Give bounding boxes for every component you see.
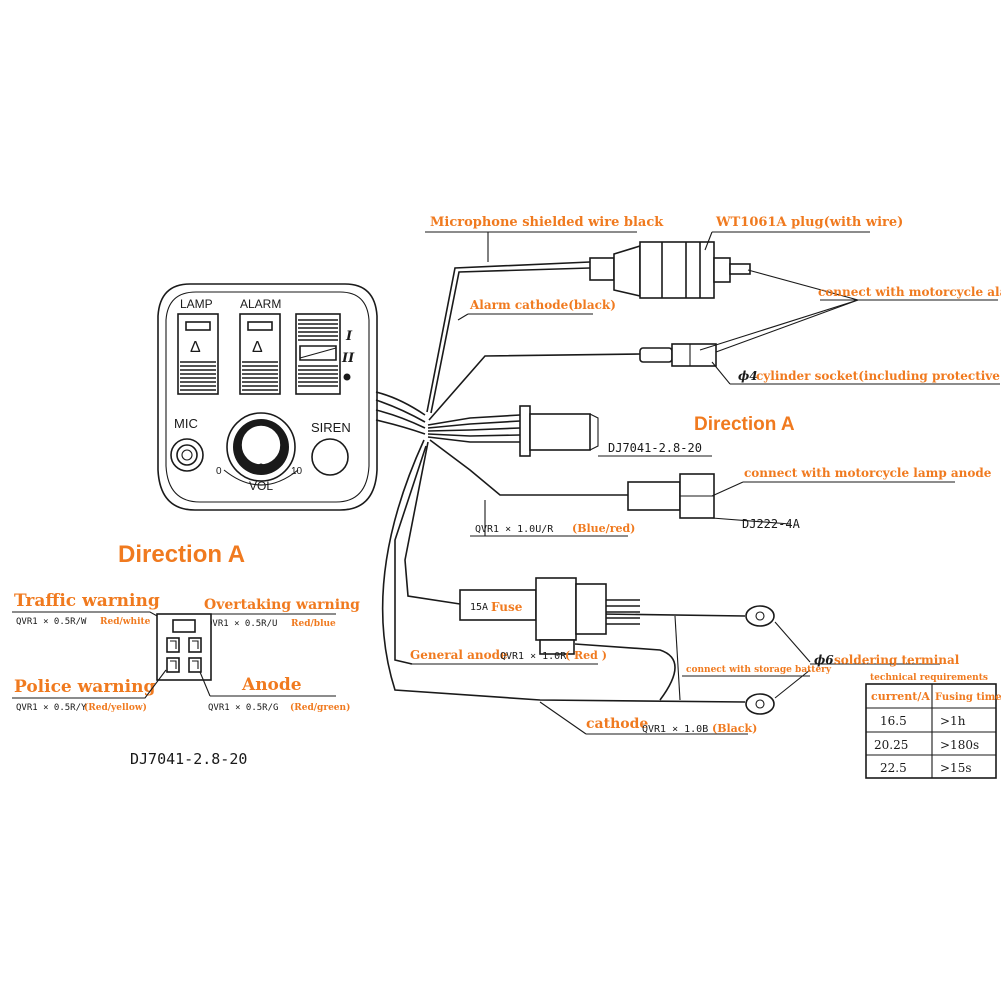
leader-lines [410,231,1000,735]
tech-header-current: current/A [871,690,930,703]
siren-mode-switch[interactable] [295,313,341,395]
lamp-switch-symbol: Δ [190,339,201,356]
red-label: ( Red ) [565,649,607,662]
moto-alarm-callout: connect with motorcycle alarm [818,285,1001,299]
mode-position-1: I [345,329,353,344]
cathode-callout: cathode [586,716,648,732]
mic-socket[interactable] [170,438,204,472]
general-anode-code: QVR1 × 1.0R [500,651,567,662]
terminal-symbol: ϕ6 [814,653,834,667]
anode-label: Anode [241,675,302,695]
tech-cell: 22.5 [880,761,907,775]
fuse-label: Fuse [491,600,523,614]
tech-table-caption: technical requirements [870,673,988,683]
overtaking-warning-label: Overtaking warning [204,597,360,613]
wire-harness [375,261,746,703]
tech-cell: 16.5 [880,714,907,728]
alarm-switch-symbol: Δ [252,339,263,356]
tech-requirements-table: technical requirements current/A Fusing … [865,673,1001,779]
mic-wire-callout: Microphone shielded wire black [430,215,664,230]
lamp-label: LAMP [180,297,213,311]
blue-red-code: QVR1 × 1.0U/R [475,524,554,535]
tech-cell: >15s [940,761,971,775]
dj222-connector [627,473,715,519]
control-panel: Δ LAMP Δ ALARM [157,283,378,511]
dj7041-callout: DJ7041-2.8-20 [608,441,702,455]
plug-callout: WT1061A plug(with wire) [715,215,903,230]
cathode-code: QVR1 × 1.0B [642,724,708,735]
volume-knob[interactable] [223,412,299,486]
dj7041-connector-face [156,613,212,681]
direction-a-legend: Direction A Traffic warning QVR1 × 0.5R/… [12,541,360,768]
alarm-label: ALARM [240,297,281,311]
lamp-switch[interactable]: Δ [177,313,219,395]
soldering-terminal-positive [745,605,775,627]
dj7041-connector [519,405,599,457]
mode-indicator-dot [343,373,351,381]
fuse-amp-label: 15A [470,602,488,613]
blue-red-label: (Blue/red) [572,522,635,535]
traffic-warning-label: Traffic warning [14,591,160,611]
anode-color: (Red/green) [290,702,350,713]
volume-max-label: 10 [291,466,303,477]
police-warning-code: QVR1 × 0.5R/Y [16,703,87,713]
mic-label: MIC [174,416,198,431]
traffic-warning-color: Red/white [100,617,151,627]
volume-min-label: 0 [216,466,222,477]
overtaking-warning-color: Red/blue [291,619,336,629]
tech-cell: 20.25 [874,738,908,752]
direction-a-callout: Direction A [694,414,795,435]
anode-code: QVR1 × 0.5R/G [208,703,278,713]
siren-label: SIREN [311,420,351,435]
police-warning-label: Police warning [14,677,155,697]
general-anode-callout: General anode [410,648,508,662]
terminal-callout: soldering terminal [834,653,960,667]
dj222-callout: DJ222-4A [742,517,801,531]
alarm-cathode-callout: Alarm cathode(black) [469,298,616,312]
socket-callout: cylinder socket(including protective cas… [756,369,1001,383]
police-warning-color: (Red/yellow) [84,702,147,713]
tech-cell: >180s [940,738,979,752]
storage-callout: connect with storage battery [686,665,832,675]
mode-position-2: II [341,351,355,366]
volume-label: VOL [249,479,273,493]
soldering-terminal-negative [745,693,775,715]
overtaking-warning-code: QVR1 × 0.5R/U [207,619,277,629]
lamp-anode-callout: connect with motorcycle lamp anode [744,466,992,480]
tech-header-fusing: Fusing time [935,692,1001,703]
cylinder-socket [639,343,717,367]
alarm-switch[interactable]: Δ [239,313,281,395]
siren-button[interactable] [311,438,349,476]
fuse-holder [459,577,640,655]
tech-cell: >1h [940,714,966,728]
legend-title: Direction A [118,541,245,568]
wt1061a-plug [589,241,751,299]
black-label: (Black) [712,722,757,735]
legend-part-number: DJ7041-2.8-20 [130,750,247,768]
traffic-warning-code: QVR1 × 0.5R/W [16,617,87,627]
socket-symbol: ϕ4 [738,369,758,383]
